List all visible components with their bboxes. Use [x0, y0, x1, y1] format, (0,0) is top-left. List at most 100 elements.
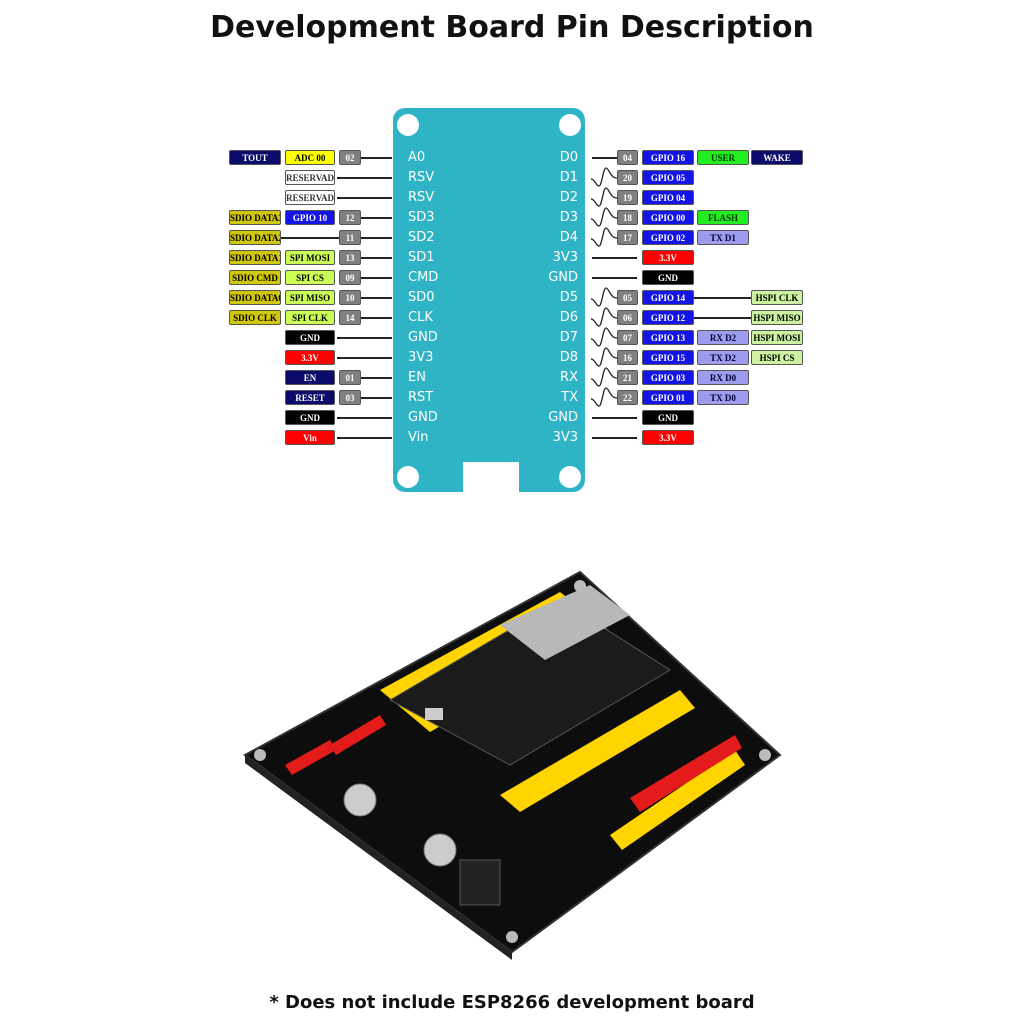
yellow-header-right [500, 690, 695, 812]
gpio-label: GPIO 15 [642, 350, 694, 365]
connector-line [361, 317, 392, 319]
pin-alt-function-label: SDIO DATA3 [229, 210, 281, 225]
mounting-hole [559, 466, 581, 488]
wave-connector [590, 387, 618, 407]
red-header-left [285, 740, 336, 775]
pin-function-label: GND [285, 410, 335, 425]
gpio-label: GPIO 01 [642, 390, 694, 405]
wifi-shield [500, 585, 630, 660]
board-pin-label: D7 [559, 330, 578, 345]
connector-line [592, 437, 637, 439]
pin-number: 07 [617, 330, 638, 345]
red-header [630, 735, 742, 812]
gpio-label: GND [642, 410, 694, 425]
connector-line [694, 297, 751, 299]
connector-line [592, 417, 637, 419]
connector-line [337, 417, 392, 419]
wave-connector [590, 187, 618, 207]
pin-function-label: FLASH [697, 210, 749, 225]
pin-alt-function-label: HSPI CS [751, 350, 803, 365]
gpio-label: 3.3V [642, 250, 694, 265]
red-header-left [330, 715, 386, 755]
gpio-label: GPIO 02 [642, 230, 694, 245]
connector-line [337, 437, 392, 439]
gpio-label: GPIO 12 [642, 310, 694, 325]
board-pin-label: RSV [408, 190, 435, 205]
connector-line [337, 337, 392, 339]
pin-function-label: 3.3V [285, 350, 335, 365]
board-pin-label: D4 [559, 230, 578, 245]
pin-function-label: TX D0 [697, 390, 749, 405]
pin-function-label: SPI MOSI [285, 250, 335, 265]
pin-function-label: RESERVADO [285, 190, 335, 205]
connector-line [361, 297, 392, 299]
connector-line [361, 157, 392, 159]
pin-alt-function-label: HSPI MISO [751, 310, 803, 325]
pin-number: 14 [339, 310, 361, 325]
pin-alt-function-label: WAKE [751, 150, 803, 165]
usb-notch [463, 462, 519, 492]
connector-line [592, 257, 637, 259]
board-pin-label: SD1 [408, 250, 435, 265]
pin-function-label: RESERVADO [285, 170, 335, 185]
pin-function-label: GND [285, 330, 335, 345]
connector-line [361, 237, 392, 239]
pin-number: 16 [617, 350, 638, 365]
mounting-hole [397, 114, 419, 136]
gpio-label: GPIO 13 [642, 330, 694, 345]
pin-number: 09 [339, 270, 361, 285]
pin-alt-function-label: SDIO CLK [229, 310, 281, 325]
connector-line [281, 237, 339, 239]
pin-function-label: SPI CLK [285, 310, 335, 325]
pin-function-label: RESET [285, 390, 335, 405]
connector-line [592, 157, 617, 159]
pin-number: 20 [617, 170, 638, 185]
wave-connector [590, 347, 618, 367]
board-pin-label: Vin [408, 430, 429, 445]
connector-line [361, 217, 392, 219]
usb-port [425, 708, 443, 720]
gpio-label: GND [642, 270, 694, 285]
pin-alt-function-label: SDIO CMD [229, 270, 281, 285]
pin-function-label: TX D2 [697, 350, 749, 365]
connector-line [361, 377, 392, 379]
pin-function-label: GPIO 10 [285, 210, 335, 225]
pin-alt-function-label: TOUT [229, 150, 281, 165]
dc-jack [459, 859, 501, 906]
pin-number: 06 [617, 310, 638, 325]
wave-connector [590, 307, 618, 327]
wave-connector [590, 167, 618, 187]
pin-number: 02 [339, 150, 361, 165]
capacitor [423, 833, 457, 867]
wave-connector [590, 207, 618, 227]
connector-line [361, 257, 392, 259]
board-pin-label: CLK [408, 310, 433, 325]
pin-number: 13 [339, 250, 361, 265]
board-pin-label: GND [548, 410, 578, 425]
pin-function-label: RX D0 [697, 370, 749, 385]
pin-alt-function-label: HSPI MOSI [751, 330, 803, 345]
board-pin-label: GND [408, 330, 438, 345]
pin-alt-function-label: SDIO DATA1 [229, 250, 281, 265]
pin-number: 01 [339, 370, 361, 385]
pin-function-label: EN [285, 370, 335, 385]
board-pin-label: D8 [559, 350, 578, 365]
page-title: Development Board Pin Description [210, 10, 814, 45]
board-pin-label: SD0 [408, 290, 435, 305]
pin-alt-function-label: SDIO DATA0 [229, 290, 281, 305]
pin-number: 11 [339, 230, 361, 245]
board-pin-label: TX [561, 390, 578, 405]
pin-number: 03 [339, 390, 361, 405]
connector-line [361, 397, 392, 399]
mounting-hole [559, 114, 581, 136]
gpio-label: GPIO 04 [642, 190, 694, 205]
gpio-label: GPIO 05 [642, 170, 694, 185]
board-pin-label: 3V3 [552, 430, 578, 445]
gpio-label: GPIO 14 [642, 290, 694, 305]
wave-connector [590, 287, 618, 307]
board-pin-label: D1 [559, 170, 578, 185]
pin-number: 12 [339, 210, 361, 225]
connector-line [592, 277, 637, 279]
wave-connector [590, 367, 618, 387]
board-pin-label: GND [408, 410, 438, 425]
